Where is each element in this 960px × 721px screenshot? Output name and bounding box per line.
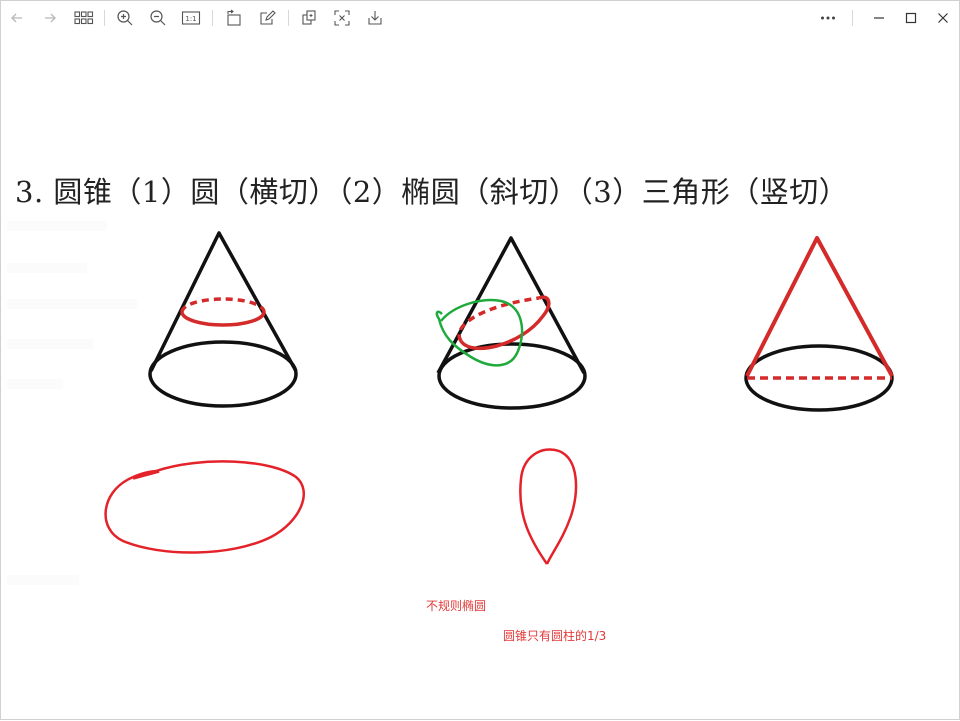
minimize-button[interactable]: [867, 6, 891, 30]
back-icon: [11, 13, 22, 23]
grid-view-icon: [74, 11, 94, 25]
ocr-button[interactable]: [330, 6, 354, 30]
maximize-button[interactable]: [899, 6, 923, 30]
save-button[interactable]: [363, 6, 387, 30]
rotate-button[interactable]: [222, 6, 246, 30]
copy-button[interactable]: [297, 6, 321, 30]
edit-icon: [260, 10, 276, 25]
faint-mark: [7, 339, 93, 349]
forward-icon: [45, 13, 56, 23]
minimize-icon: [874, 17, 884, 19]
close-icon: [938, 13, 948, 23]
irregular-ellipse-sketch: [104, 460, 306, 554]
zoom-in-icon: [117, 10, 133, 26]
faint-mark: [7, 263, 87, 273]
save-icon: [368, 11, 382, 25]
cone-section-sketch: [519, 448, 578, 565]
pen-annotations: [104, 448, 578, 565]
rotate-icon: [227, 9, 241, 26]
ocr-icon: [334, 10, 350, 26]
faint-mark: [7, 299, 137, 309]
faint-mark: [7, 575, 79, 585]
forward-button[interactable]: [38, 6, 62, 30]
copy-icon: [302, 10, 316, 25]
actual-size-icon: 1:1: [181, 11, 201, 25]
viewer-toolbar: 1:1: [1, 1, 959, 35]
cone-third-note: 圆锥只有圆柱的1/3: [503, 629, 607, 643]
faint-mark: [7, 221, 107, 231]
zoom-out-icon: [150, 10, 166, 26]
cone-vertical-cut: [744, 236, 894, 412]
edit-button[interactable]: [255, 6, 279, 30]
close-button[interactable]: [931, 6, 955, 30]
section-heading: 3. 圆锥（1）圆（横切）（2）椭圆（斜切）（3）三角形（竖切）: [15, 175, 849, 209]
faint-mark: [7, 379, 63, 389]
cone-oblique-cut: [435, 236, 587, 410]
more-icon: [821, 16, 835, 20]
zoom-in-button[interactable]: [113, 6, 137, 30]
actual-size-label: 1:1: [185, 15, 196, 23]
grid-view-button[interactable]: [72, 6, 96, 30]
maximize-icon: [905, 12, 917, 24]
actual-size-button[interactable]: 1:1: [179, 6, 203, 30]
back-button[interactable]: [5, 6, 29, 30]
cone-horizontal-cut: [148, 231, 298, 408]
irregular-ellipse-note: 不规则椭圆: [426, 599, 487, 613]
zoom-out-button[interactable]: [146, 6, 170, 30]
more-button[interactable]: [816, 6, 840, 30]
